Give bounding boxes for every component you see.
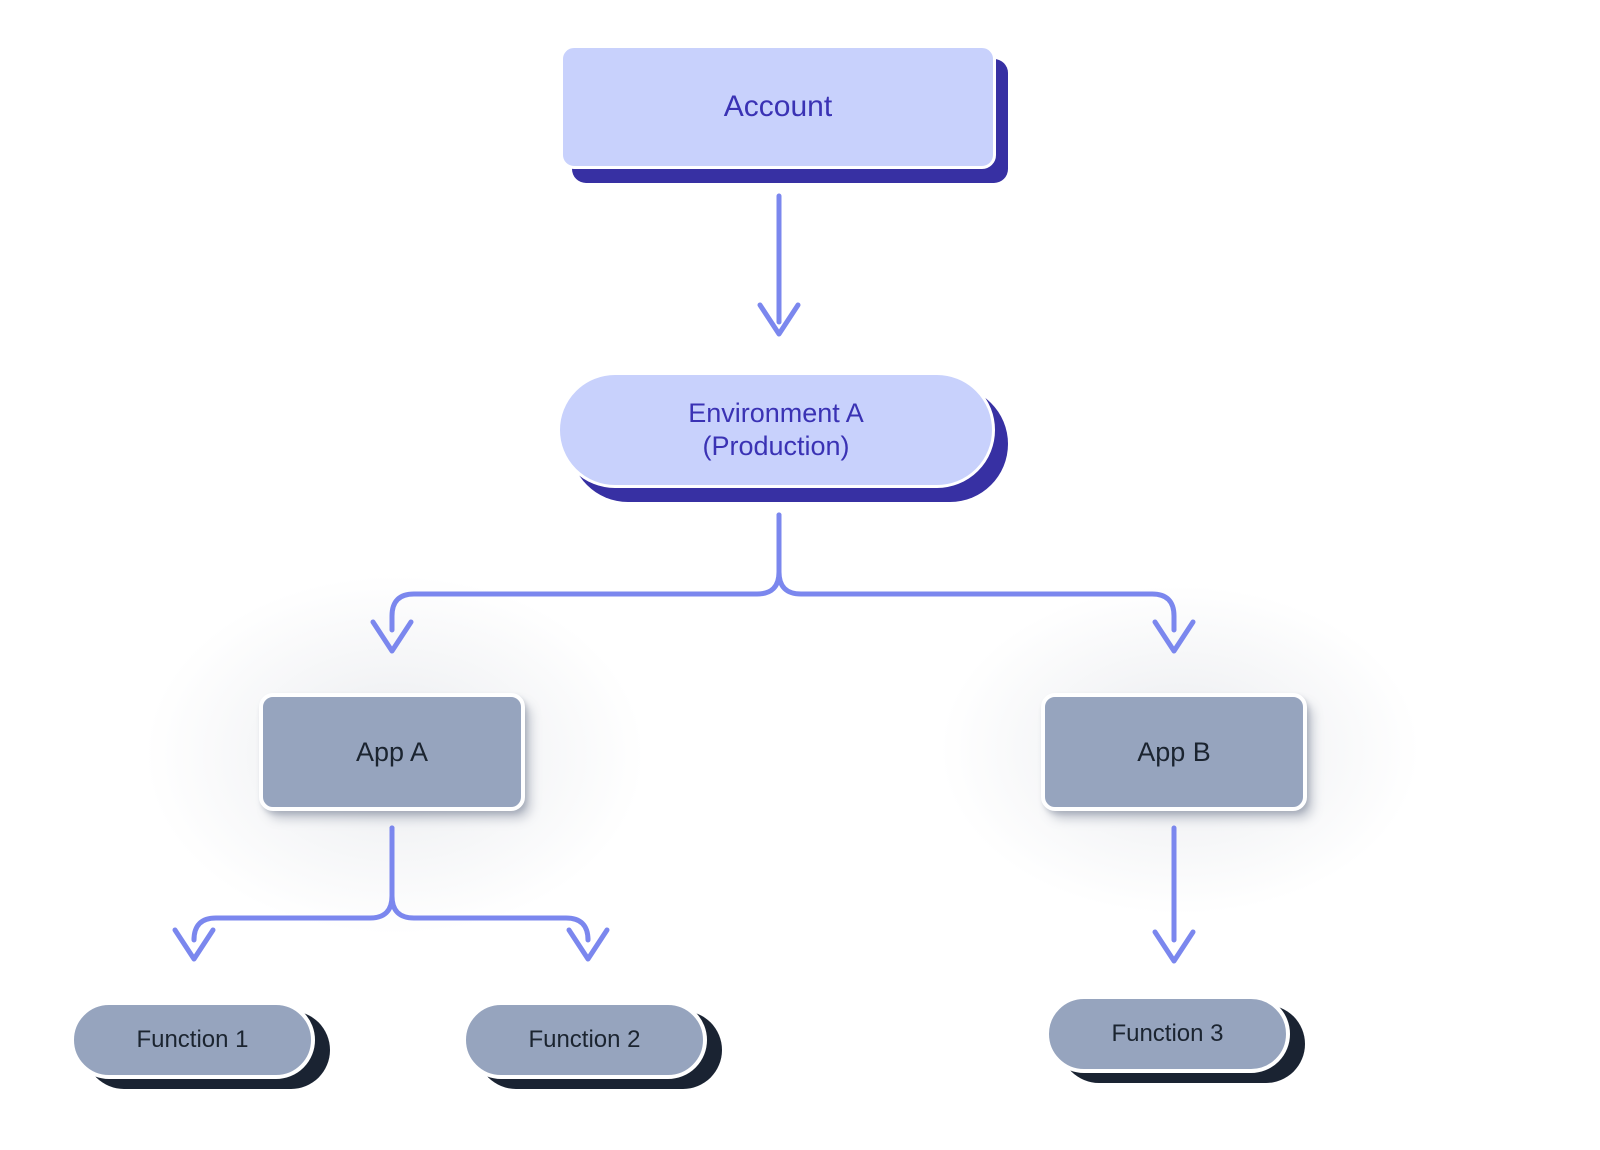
app-a-node-label: App A [355, 736, 429, 767]
account-node[interactable]: Account [560, 45, 996, 169]
environment-a-node-label: Environment A (Production) [688, 398, 864, 461]
function-1-node-label: Function 1 [136, 1026, 249, 1054]
app-b-node[interactable]: App B [1041, 693, 1307, 811]
edge-account-to-env-a [757, 193, 801, 337]
function-3-node-label: Function 3 [1111, 1020, 1224, 1048]
function-2-node-label: Function 2 [528, 1026, 641, 1054]
app-b-node-label: App B [1137, 736, 1211, 767]
app-a-node[interactable]: App A [259, 693, 525, 811]
function-3-node[interactable]: Function 3 [1045, 995, 1290, 1073]
account-node-label: Account [723, 89, 833, 123]
edge-app-a-to-fn-2 [389, 825, 610, 962]
edge-env-a-to-app-b [776, 512, 1196, 654]
function-2-node[interactable]: Function 2 [462, 1001, 707, 1079]
environment-a-node[interactable]: Environment A (Production) [557, 372, 995, 488]
edge-env-a-to-app-a [370, 512, 782, 654]
edge-app-b-to-fn-3 [1152, 825, 1196, 964]
function-1-node[interactable]: Function 1 [70, 1001, 315, 1079]
edge-app-a-to-fn-1 [172, 825, 395, 962]
